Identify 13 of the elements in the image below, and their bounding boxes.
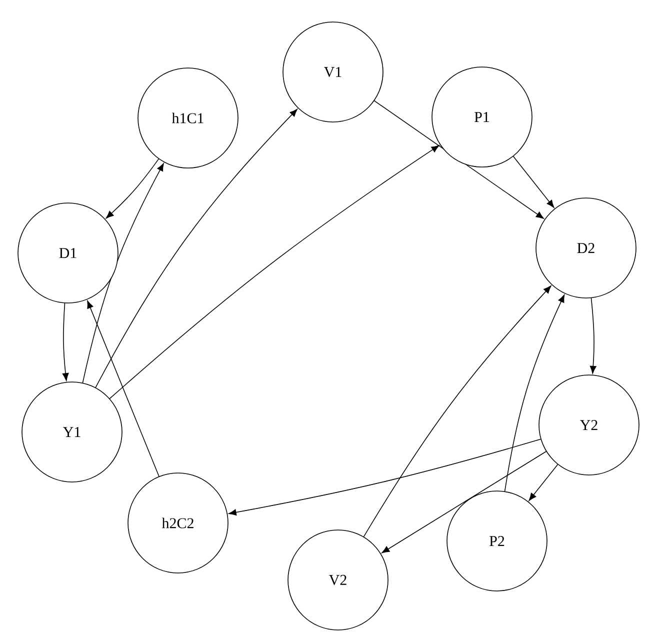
arrow [528,464,558,501]
arrow [62,302,69,381]
arrow [512,156,554,208]
arrow [504,294,565,492]
arrow [382,450,547,554]
arrow [228,438,542,516]
arrow [87,300,160,477]
arrow [82,163,164,384]
arrow [590,298,596,374]
arrow [363,286,552,538]
arrow [109,145,440,400]
arrow [95,108,298,388]
arrow [106,158,160,218]
